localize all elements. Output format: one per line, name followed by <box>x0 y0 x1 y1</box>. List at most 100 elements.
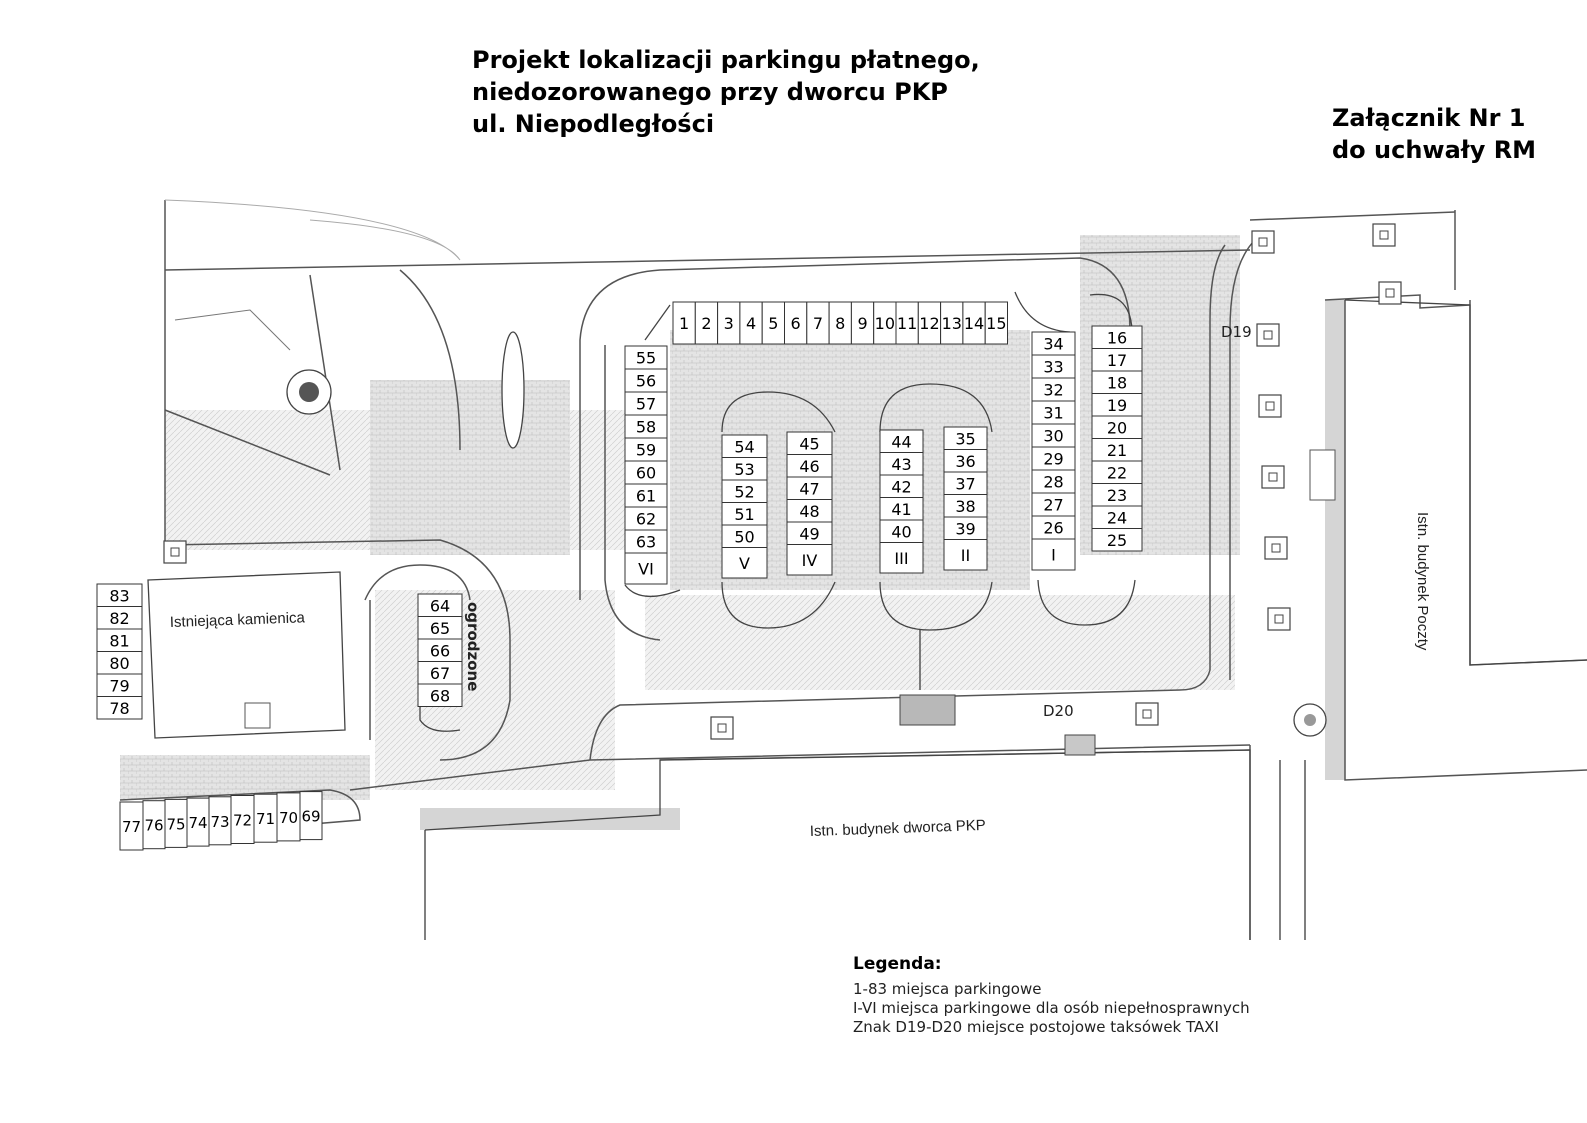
parking-spot-number: 14 <box>964 314 984 333</box>
parking-spot-number: 80 <box>109 654 129 673</box>
stairs <box>899 694 956 726</box>
parking-spot-number: 75 <box>166 815 185 833</box>
paved-area <box>370 380 570 555</box>
parking-spot-number: 64 <box>430 596 450 615</box>
curb-line <box>349 744 1251 791</box>
tree-pit-core <box>1142 709 1152 719</box>
parking-spot-number: 56 <box>636 372 656 391</box>
parking-spot-number: 35 <box>955 429 975 448</box>
building-poczta <box>1344 299 1587 666</box>
parking-spot-number: 9 <box>857 314 867 333</box>
parking-spot-number: V <box>739 554 750 573</box>
parking-islands <box>419 291 1136 732</box>
parking-spot-box <box>721 547 768 579</box>
parking-spot-number: 41 <box>891 500 911 519</box>
parking-spot-number: 1 <box>679 314 689 333</box>
island-cap-bottom <box>624 584 681 597</box>
island-cap-top <box>879 383 993 433</box>
stairs <box>1064 734 1096 756</box>
parking-spot-number: 71 <box>256 810 275 828</box>
tree-pit-core <box>1271 543 1281 553</box>
curb-line <box>604 345 661 641</box>
parking-spot-number: 31 <box>1043 404 1063 423</box>
parking-spot-number: 46 <box>799 457 819 476</box>
parking-spot-box <box>943 539 988 571</box>
parking-spot-box <box>624 552 668 585</box>
tree-pit-core <box>1268 472 1278 482</box>
legend-heading: Legenda: <box>853 954 942 974</box>
parking-spot-number: 13 <box>942 314 962 333</box>
parking-spot-number: 24 <box>1107 508 1127 527</box>
parking-spot-number: 12 <box>919 314 939 333</box>
parking-spot-number: 65 <box>430 619 450 638</box>
title-line-3: ul. Niepodległości <box>472 110 715 138</box>
parking-spot-number: 73 <box>210 813 229 831</box>
parking-spot-number: 34 <box>1043 335 1063 354</box>
legend-item-2: I-VI miejsca parkingowe dla osób niepełn… <box>853 999 1250 1017</box>
parking-spot-number: 59 <box>636 441 656 460</box>
parking-spot-number: 58 <box>636 418 656 437</box>
island-cap-top <box>721 391 836 433</box>
parking-spot-number: 27 <box>1043 496 1063 515</box>
island-cap-bottom <box>419 600 461 732</box>
parking-spot-number: 38 <box>955 497 975 516</box>
island-cap-top <box>644 304 671 341</box>
parking-spot-number: 28 <box>1043 473 1063 492</box>
parking-spot-box <box>984 301 1009 345</box>
parking-spot-number: 17 <box>1107 351 1127 370</box>
parking-spot-number: 6 <box>791 314 801 333</box>
label-d19: D19 <box>1221 323 1252 341</box>
curb-line <box>579 257 1131 600</box>
tree-pit-core <box>1263 330 1273 340</box>
roundabout-center <box>299 382 319 402</box>
attachment-line-2: do uchwały RM <box>1332 136 1537 164</box>
parking-spot-number: 57 <box>636 395 656 414</box>
parking-spot-number: 79 <box>109 676 129 695</box>
tree-pit <box>1251 230 1275 254</box>
parking-spot-number: 45 <box>799 434 819 453</box>
parking-spot-number: III <box>894 549 908 568</box>
curb-line <box>164 249 1251 271</box>
parking-spot-number: 29 <box>1043 450 1063 469</box>
parking-spot-box <box>1031 538 1076 571</box>
paved-area <box>375 590 615 790</box>
parking-spot-number: 39 <box>955 519 975 538</box>
parking-spot-number: 68 <box>430 686 450 705</box>
curb-line <box>1249 211 1456 221</box>
parking-spot-number: 16 <box>1107 328 1127 347</box>
parking-spot-box <box>299 791 323 841</box>
legend-item-3: Znak D19-D20 miejsce postojowe taksówek … <box>853 1018 1219 1036</box>
attachment-label: Załącznik Nr 1 do uchwały RM <box>1332 102 1536 166</box>
parking-spot-number: 51 <box>734 505 754 524</box>
island-cap-top <box>1089 293 1133 331</box>
paved-area <box>1325 300 1345 780</box>
curb-line <box>589 244 1226 761</box>
parking-spot-number: 61 <box>636 487 656 506</box>
parking-spot-number: 55 <box>636 349 656 368</box>
curb-line <box>309 274 341 471</box>
path-arc <box>164 199 461 261</box>
curb-line <box>364 564 471 601</box>
parking-spot-number: 19 <box>1107 396 1127 415</box>
parking-spot-number: VI <box>638 560 654 579</box>
entrance <box>1309 449 1336 501</box>
parking-spot-number: 8 <box>835 314 845 333</box>
tree-pit <box>1261 465 1285 489</box>
label-dworzec: Istn. budynek dworca PKP <box>810 817 986 840</box>
parking-spot-number: 11 <box>897 314 917 333</box>
tree-pit <box>1372 223 1396 247</box>
tree-pit-core <box>1258 237 1268 247</box>
parking-spot-number: 30 <box>1043 427 1063 446</box>
island-cap-bottom <box>1037 579 1136 626</box>
parking-spot-number: 15 <box>986 314 1006 333</box>
curb-line <box>1344 300 1587 781</box>
attachment-line-1: Załącznik Nr 1 <box>1332 104 1526 132</box>
tree-pit <box>163 540 187 564</box>
label-ogrodzone: ogrodzone <box>464 602 482 691</box>
parking-spot-number: 26 <box>1043 519 1063 538</box>
parking-spot-number: 3 <box>724 314 734 333</box>
parking-spot-number: 63 <box>636 533 656 552</box>
map-labels: Istniejąca kamienica Istn. budynek dworc… <box>170 323 1431 840</box>
